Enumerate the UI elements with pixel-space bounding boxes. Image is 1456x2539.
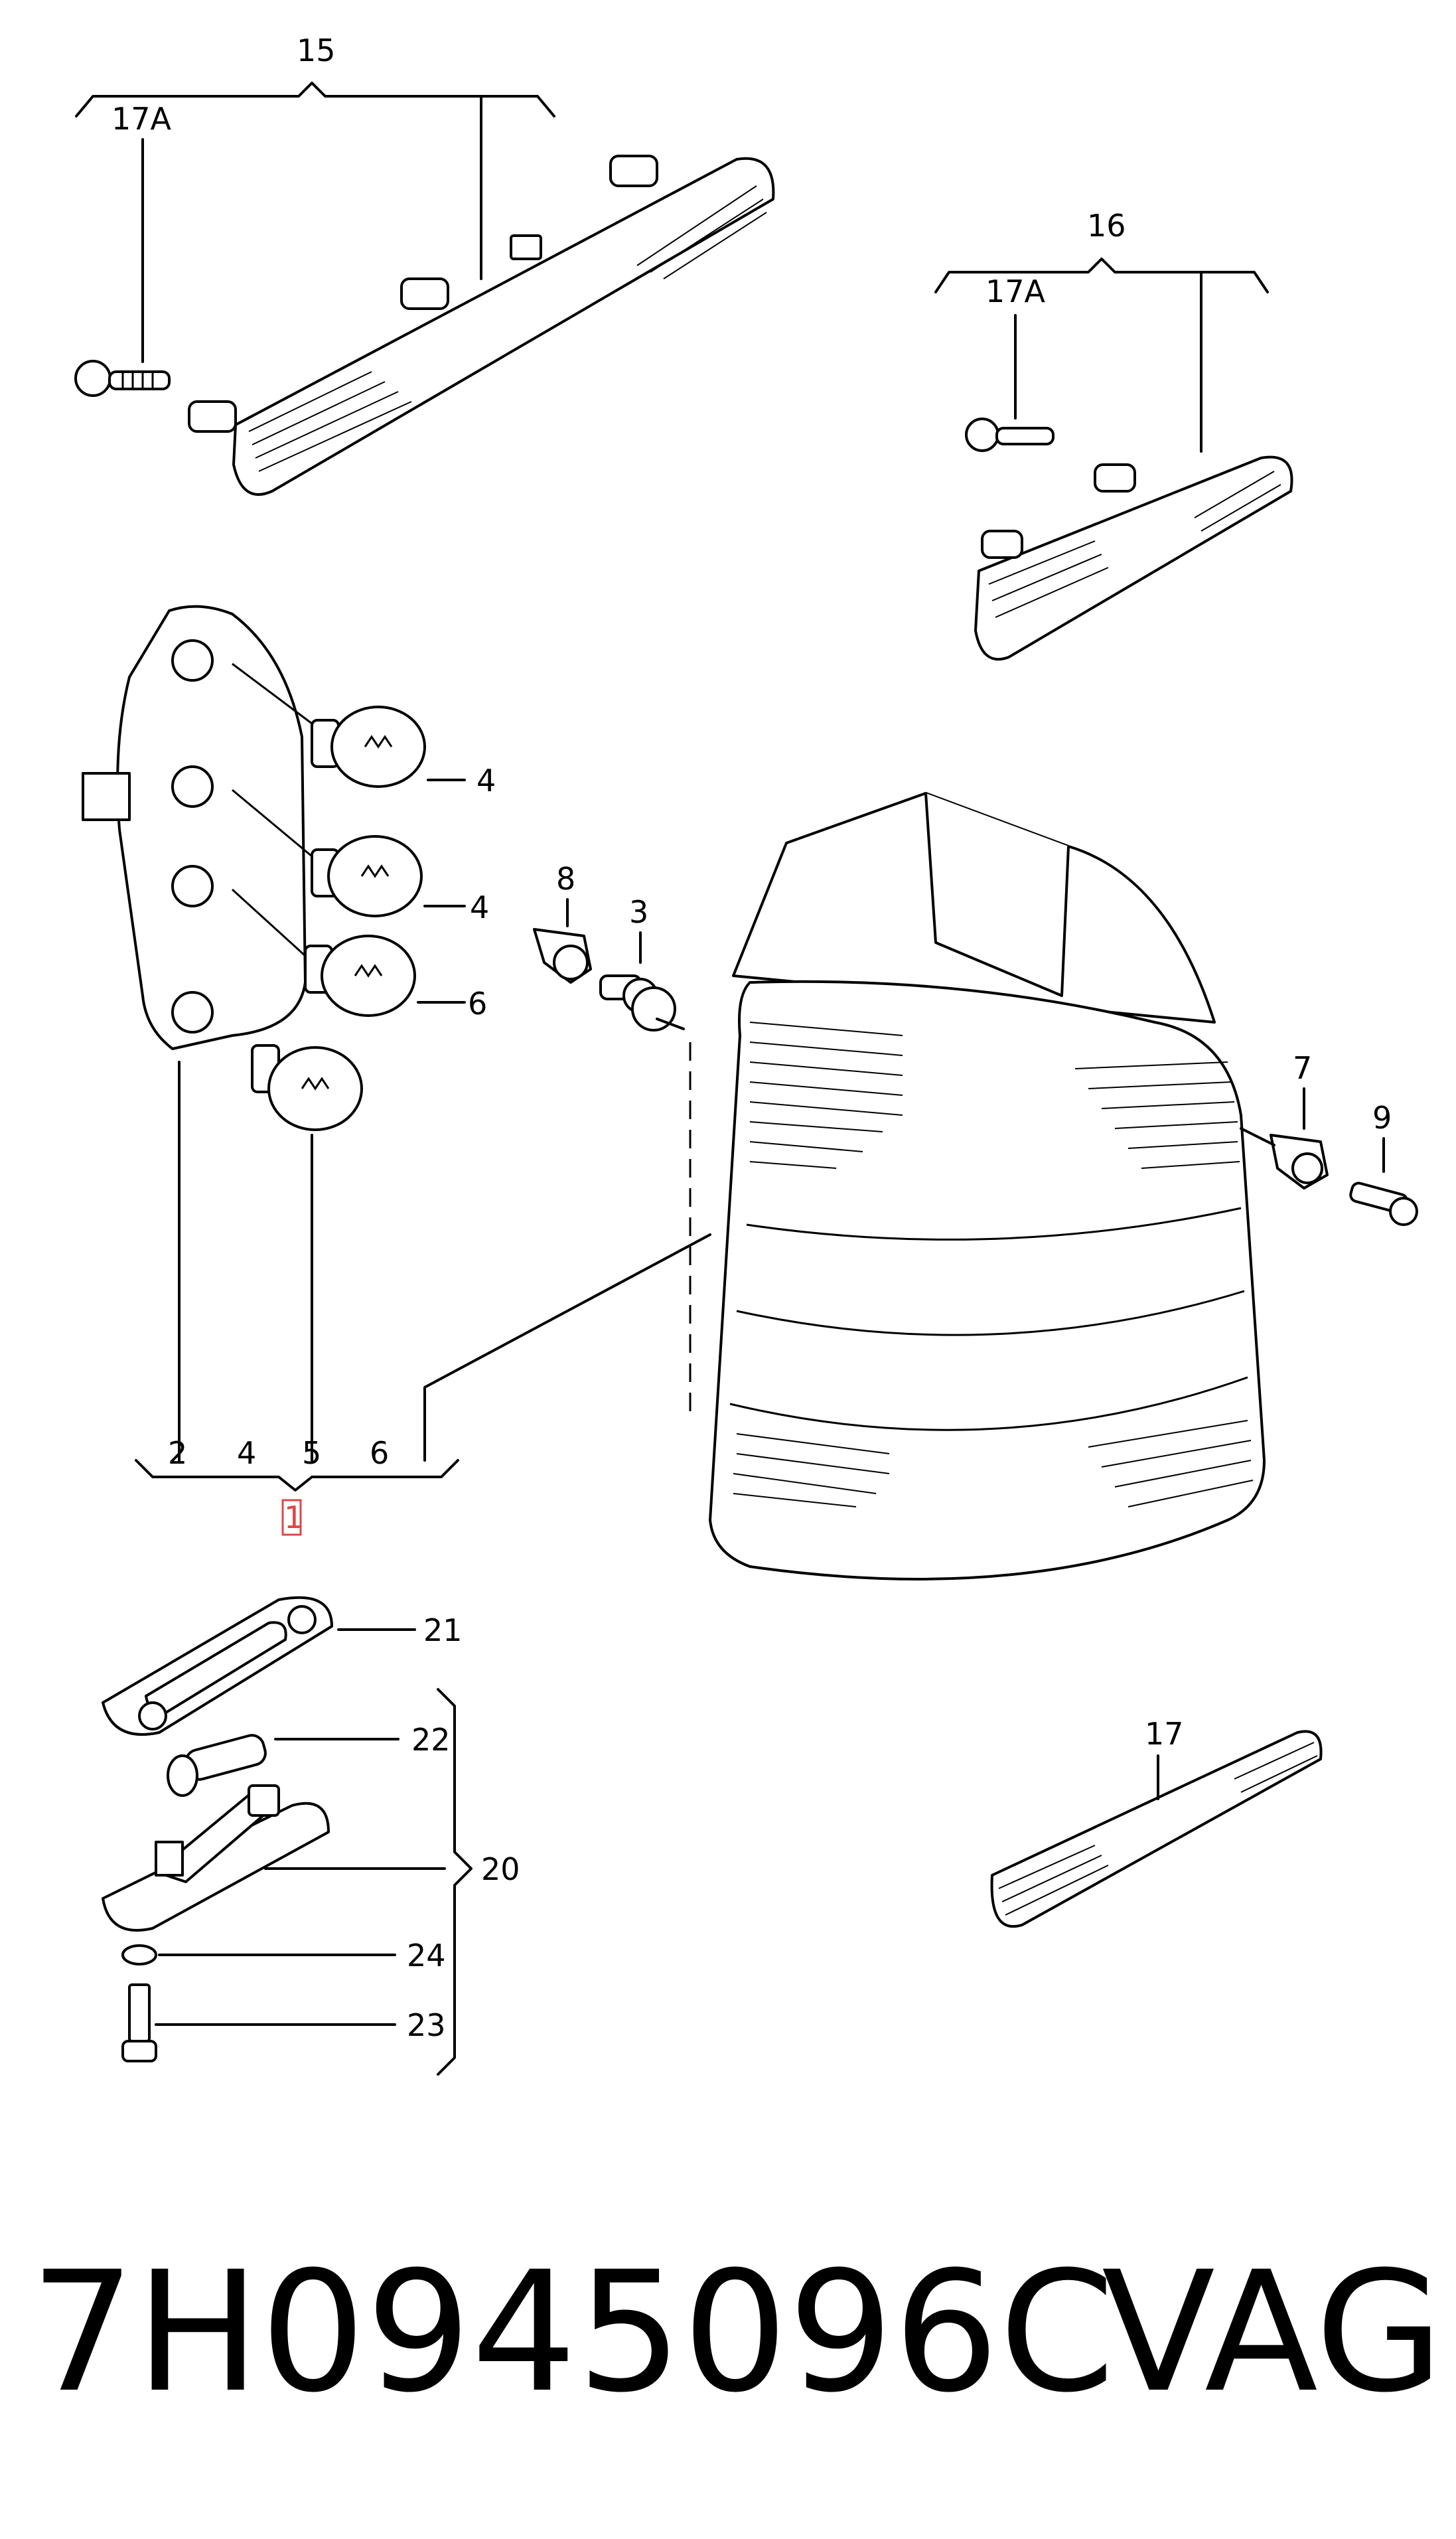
label-4a: 4 bbox=[476, 763, 496, 799]
bulb-carrier-assembly: 4 4 6 bbox=[82, 605, 496, 1462]
label-4b: 4 bbox=[470, 889, 489, 925]
label-17: 17 bbox=[1145, 1716, 1184, 1752]
label-24: 24 bbox=[407, 1938, 446, 1973]
bulb-4 bbox=[251, 1044, 363, 1131]
label-21: 21 bbox=[423, 1612, 463, 1648]
label-20: 20 bbox=[481, 1851, 520, 1887]
bracket-label-5: 5 bbox=[302, 1435, 321, 1471]
label-15: 15 bbox=[297, 33, 336, 68]
brake-light-17: 17 bbox=[990, 1716, 1323, 1928]
license-plate-light-assembly: 21 22 24 23 20 bbox=[102, 1596, 520, 2076]
label-1-selected: 1 bbox=[284, 1500, 303, 1535]
brand-name: VAG bbox=[1102, 2236, 1443, 2429]
label-8: 8 bbox=[556, 861, 575, 897]
fasteners: 8 3 7 9 bbox=[533, 861, 1418, 1226]
bracket-label-6: 6 bbox=[370, 1435, 389, 1471]
footer: 7H0945096C VAG bbox=[30, 2236, 1443, 2429]
bulb-3 bbox=[304, 935, 416, 1017]
label-9: 9 bbox=[1372, 1100, 1392, 1136]
assembly-bracket: 2 4 5 6 1 bbox=[135, 1435, 459, 1536]
part-number: 7H0945096C bbox=[30, 2236, 1115, 2429]
bulb-2 bbox=[311, 835, 423, 917]
bracket-label-4: 4 bbox=[237, 1435, 256, 1471]
label-16: 16 bbox=[1087, 208, 1126, 244]
label-23: 23 bbox=[407, 2007, 446, 2043]
bulb-1 bbox=[311, 706, 426, 788]
bracket-label-2: 2 bbox=[168, 1435, 187, 1471]
third-brake-light-top: 15 17A bbox=[74, 33, 775, 496]
label-3: 3 bbox=[629, 894, 648, 930]
label-7: 7 bbox=[1293, 1050, 1312, 1086]
label-17a-top: 17A bbox=[111, 101, 172, 137]
tail-lamp-main bbox=[423, 792, 1275, 1580]
selected-part-box bbox=[281, 1499, 302, 1536]
label-17a-right: 17A bbox=[985, 273, 1046, 309]
third-brake-light-right: 16 17A bbox=[934, 208, 1293, 661]
label-6: 6 bbox=[468, 986, 487, 1022]
label-22: 22 bbox=[411, 1722, 451, 1758]
